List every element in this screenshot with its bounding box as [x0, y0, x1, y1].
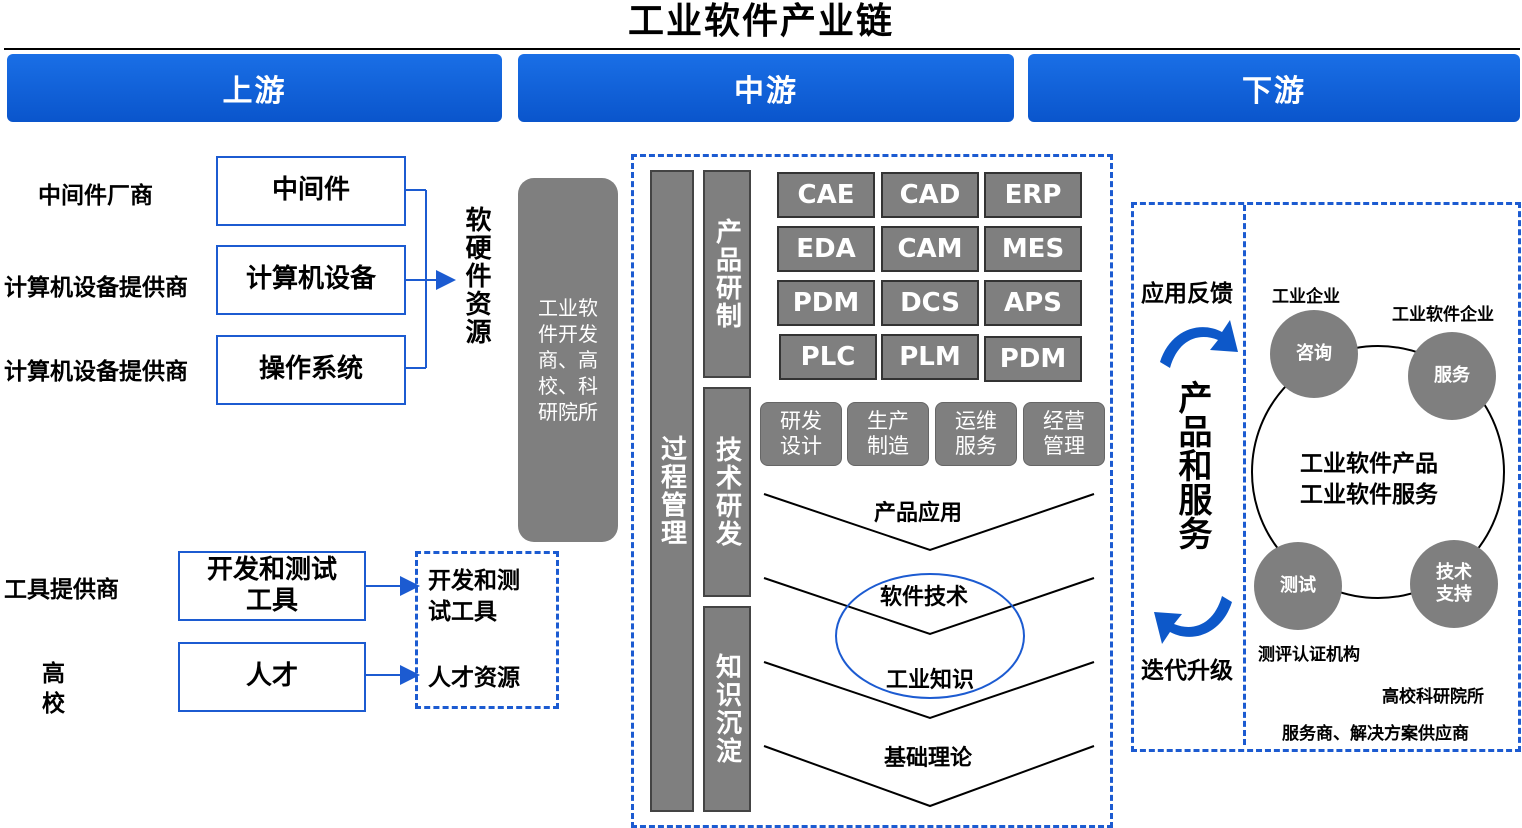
developer-block: 工业软件开发商、高校、科研院所 [538, 296, 598, 424]
layer-basic-theory: 基础理论 [884, 746, 973, 771]
product-cam: CAM [881, 226, 979, 272]
product-mes: MES [984, 226, 1082, 272]
diagram-title: 工业软件产业链 [627, 0, 894, 42]
product-erp: ERP [984, 172, 1082, 218]
cycle-arrow-bottom [1154, 596, 1232, 644]
product-pdm: PDM [777, 280, 875, 326]
circle-testing: 测试 [1254, 542, 1342, 630]
layer-chevrons [763, 493, 1095, 808]
label-software-enterprise: 工业软件企业 [1392, 305, 1494, 325]
layer-product-application: 产品应用 [874, 501, 963, 526]
tech-knowledge-ellipse [835, 573, 1025, 699]
resource-bracket [404, 189, 456, 369]
box-dev-test-tools-text: 开发和测试工具 [206, 554, 337, 616]
product-dcs: DCS [881, 280, 979, 326]
layer-industrial-knowledge: 工业知识 [886, 668, 975, 693]
title-underline [4, 48, 1520, 50]
label-product-service: 产品和服务 [1172, 380, 1212, 550]
circle-consulting: 咨询 [1270, 310, 1358, 398]
dev-test-tools-resource: 开发和测试工具 [428, 568, 520, 626]
supplier-computer-equipment-2: 计算机设备提供商 [4, 359, 188, 385]
downstream-divider [1243, 205, 1246, 745]
label-service-provider: 服务商、解决方案供应商 [1282, 724, 1469, 744]
box-operating-system: 操作系统 [216, 335, 406, 405]
label-app-feedback: 应用反馈 [1141, 281, 1233, 307]
center-software-product: 工业软件产品 [1300, 451, 1438, 477]
circle-tech-support: 技术支持 [1436, 562, 1472, 605]
phase-production: 生产制造 [867, 408, 909, 458]
supplier-computer-equipment: 计算机设备提供商 [4, 275, 188, 301]
center-software-service: 工业软件服务 [1300, 482, 1438, 508]
label-industrial-enterprise: 工业企业 [1272, 287, 1340, 307]
phase-operations: 运维服务 [955, 408, 997, 458]
knowledge-accumulation: 知识沉淀 [711, 653, 742, 765]
product-eda: EDA [777, 226, 875, 272]
supplier-middleware-vendor: 中间件厂商 [38, 183, 153, 209]
label-university: 高校 [42, 661, 65, 717]
phase-business-mgmt: 经营管理 [1043, 408, 1085, 458]
stage-downstream: 下游 [1028, 54, 1520, 122]
resource-dashed-box [415, 551, 559, 709]
product-aps: APS [984, 280, 1082, 326]
service-ring [1251, 345, 1505, 599]
process-management: 过程管理 [656, 435, 687, 547]
layer-software-tech: 软件技术 [880, 585, 969, 610]
label-tool-supplier: 工具提供商 [4, 577, 119, 603]
product-cad: CAD [881, 172, 979, 218]
talent-resource: 人才资源 [428, 665, 520, 691]
product-plm: PLM [881, 334, 979, 380]
box-computer-equipment: 计算机设备 [216, 245, 406, 315]
product-pdm-2: PDM [984, 336, 1082, 382]
product-cae: CAE [777, 172, 875, 218]
label-test-cert-org: 测评认证机构 [1258, 645, 1360, 665]
software-hardware-resources: 软硬件资源 [461, 206, 491, 346]
box-talent: 人才 [178, 642, 366, 712]
stage-upstream: 上游 [7, 54, 502, 122]
downstream-dashed-frame [1131, 202, 1521, 752]
phase-rd-design: 研发设计 [780, 408, 822, 458]
box-dev-test-tools: 开发和测试工具 [178, 551, 366, 621]
cycle-arrow-top [1160, 320, 1238, 368]
tech-rd: 技术研发 [711, 436, 742, 548]
label-university-institute: 高校科研院所 [1382, 687, 1484, 707]
product-rd: 产品研制 [711, 218, 742, 330]
label-iteration: 迭代升级 [1141, 658, 1233, 684]
product-plc: PLC [779, 334, 877, 380]
stage-midstream: 中游 [518, 54, 1014, 122]
box-middleware: 中间件 [216, 156, 406, 226]
circle-service: 服务 [1408, 332, 1496, 420]
